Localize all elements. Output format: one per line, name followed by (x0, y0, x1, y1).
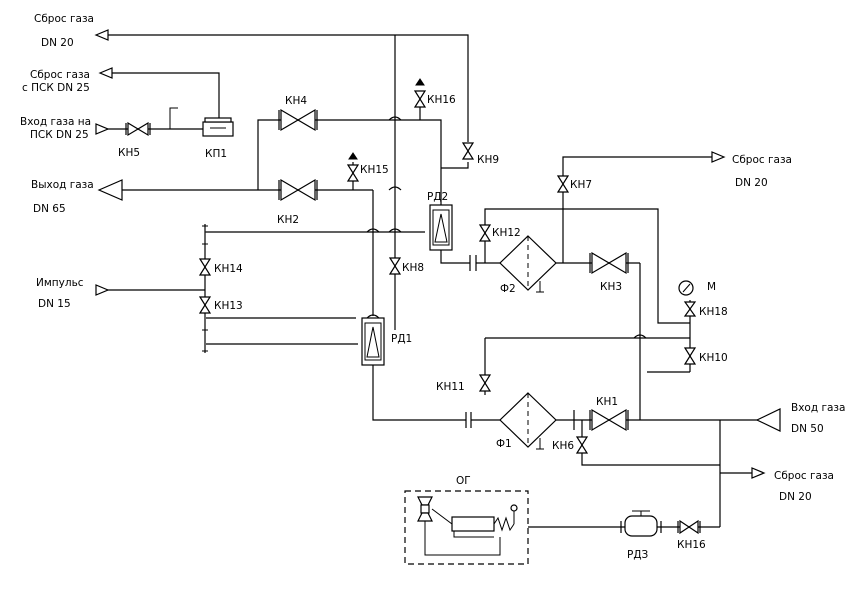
valve-kn-bottom-icon (677, 519, 701, 535)
label-f1: Ф1 (496, 438, 512, 450)
label-reset-bottom-dn: DN 20 (779, 491, 812, 503)
label-in-gas-dn: DN 50 (791, 423, 824, 435)
label-kn8: КН8 (402, 262, 424, 274)
arrow-impulse (95, 284, 110, 296)
valve-kn10-icon (683, 347, 697, 365)
valve-kn18-icon (683, 301, 697, 317)
valve-kn8-icon (388, 257, 402, 275)
label-reset-psk-dn: с ПСК DN 25 (22, 82, 90, 94)
label-kn4: КН4 (285, 95, 307, 107)
label-reset-top-dn: DN 20 (41, 37, 74, 49)
label-reset-right-dn: DN 20 (735, 177, 768, 189)
valve-kn6-icon (575, 436, 589, 454)
label-kn13: КН13 (214, 300, 243, 312)
label-out-gas-dn: DN 65 (33, 203, 66, 215)
pipelines (106, 34, 760, 528)
arrow-in-gas (755, 408, 781, 432)
valve-kn13-icon (198, 296, 212, 314)
label-kn9: КН9 (477, 154, 499, 166)
label-reset-bottom: Сброс газа (774, 470, 834, 482)
label-in-psk-dn: ПСК DN 25 (30, 129, 89, 141)
manometer-icon (678, 280, 694, 296)
valve-kn7-icon (556, 175, 570, 193)
arrow-reset-bottom (751, 467, 766, 479)
label-rdz: РДЗ (627, 549, 649, 561)
valve-kn16-icon (413, 78, 427, 108)
rdz-regulator-icon (620, 510, 662, 537)
label-kn10: КН10 (699, 352, 728, 364)
rd1-regulator-icon (361, 317, 385, 366)
label-manometer: М (707, 281, 716, 293)
label-kn6: КН6 (552, 440, 574, 452)
label-kn15: КН15 (360, 164, 389, 176)
label-kn16: КН16 (427, 94, 456, 106)
label-kn18: КН18 (699, 306, 728, 318)
arrow-reset-right (711, 151, 726, 163)
valve-kn11-icon (478, 374, 492, 392)
label-kn12: КН12 (492, 227, 521, 239)
label-f2: Ф2 (500, 283, 516, 295)
crossovers (366, 116, 647, 339)
rd2-regulator-icon (429, 204, 453, 251)
label-kn1: КН1 (596, 396, 618, 408)
terminals (94, 29, 781, 479)
label-out-gas: Выход газа (31, 179, 94, 191)
label-impulse: Импульс (36, 277, 84, 289)
valve-kn1-icon (589, 408, 629, 432)
label-og: ОГ (456, 475, 471, 487)
label-kn7: КН7 (570, 179, 592, 191)
label-impulse-dn: DN 15 (38, 298, 71, 310)
label-kn-bottom: КН16 (677, 539, 706, 551)
label-in-gas: Вход газа (791, 402, 845, 414)
filter-f2-icon (499, 235, 557, 293)
arrow-out-gas (97, 179, 123, 201)
valves (125, 78, 701, 535)
label-kp1: КП1 (205, 148, 227, 160)
arrow-reset-psk (98, 67, 113, 79)
label-kn5: КН5 (118, 147, 140, 159)
valve-kn4-icon (278, 108, 318, 132)
valve-kn14-icon (198, 258, 212, 276)
label-in-psk: Вход газа на (20, 116, 91, 128)
kp1-device-icon (202, 117, 234, 137)
label-reset-top: Сброс газа (34, 13, 94, 25)
label-rd1: РД1 (391, 333, 412, 345)
flanges (465, 255, 575, 430)
label-reset-right: Сброс газа (732, 154, 792, 166)
valve-kn3-icon (589, 251, 629, 275)
label-kn3: КН3 (600, 281, 622, 293)
valve-kn5-icon (125, 121, 151, 137)
label-kn2: КН2 (277, 214, 299, 226)
valve-kn15-icon (346, 152, 360, 182)
impulse-ticks (202, 225, 212, 352)
labels: Сброс газа DN 20 Сброс газа с ПСК DN 25 … (20, 13, 845, 561)
arrow-reset-top (94, 29, 109, 41)
valve-kn9-icon (461, 142, 475, 160)
og-unit-icon (404, 490, 529, 565)
valve-kn2-icon (278, 178, 318, 202)
label-kn11: КН11 (436, 381, 465, 393)
label-kn14: КН14 (214, 263, 243, 275)
filter-f1-icon (499, 392, 557, 450)
label-rd2: РД2 (427, 191, 448, 203)
label-reset-psk: Сброс газа (30, 69, 90, 81)
valve-kn12-icon (478, 224, 492, 242)
arrow-in-psk (95, 123, 110, 135)
